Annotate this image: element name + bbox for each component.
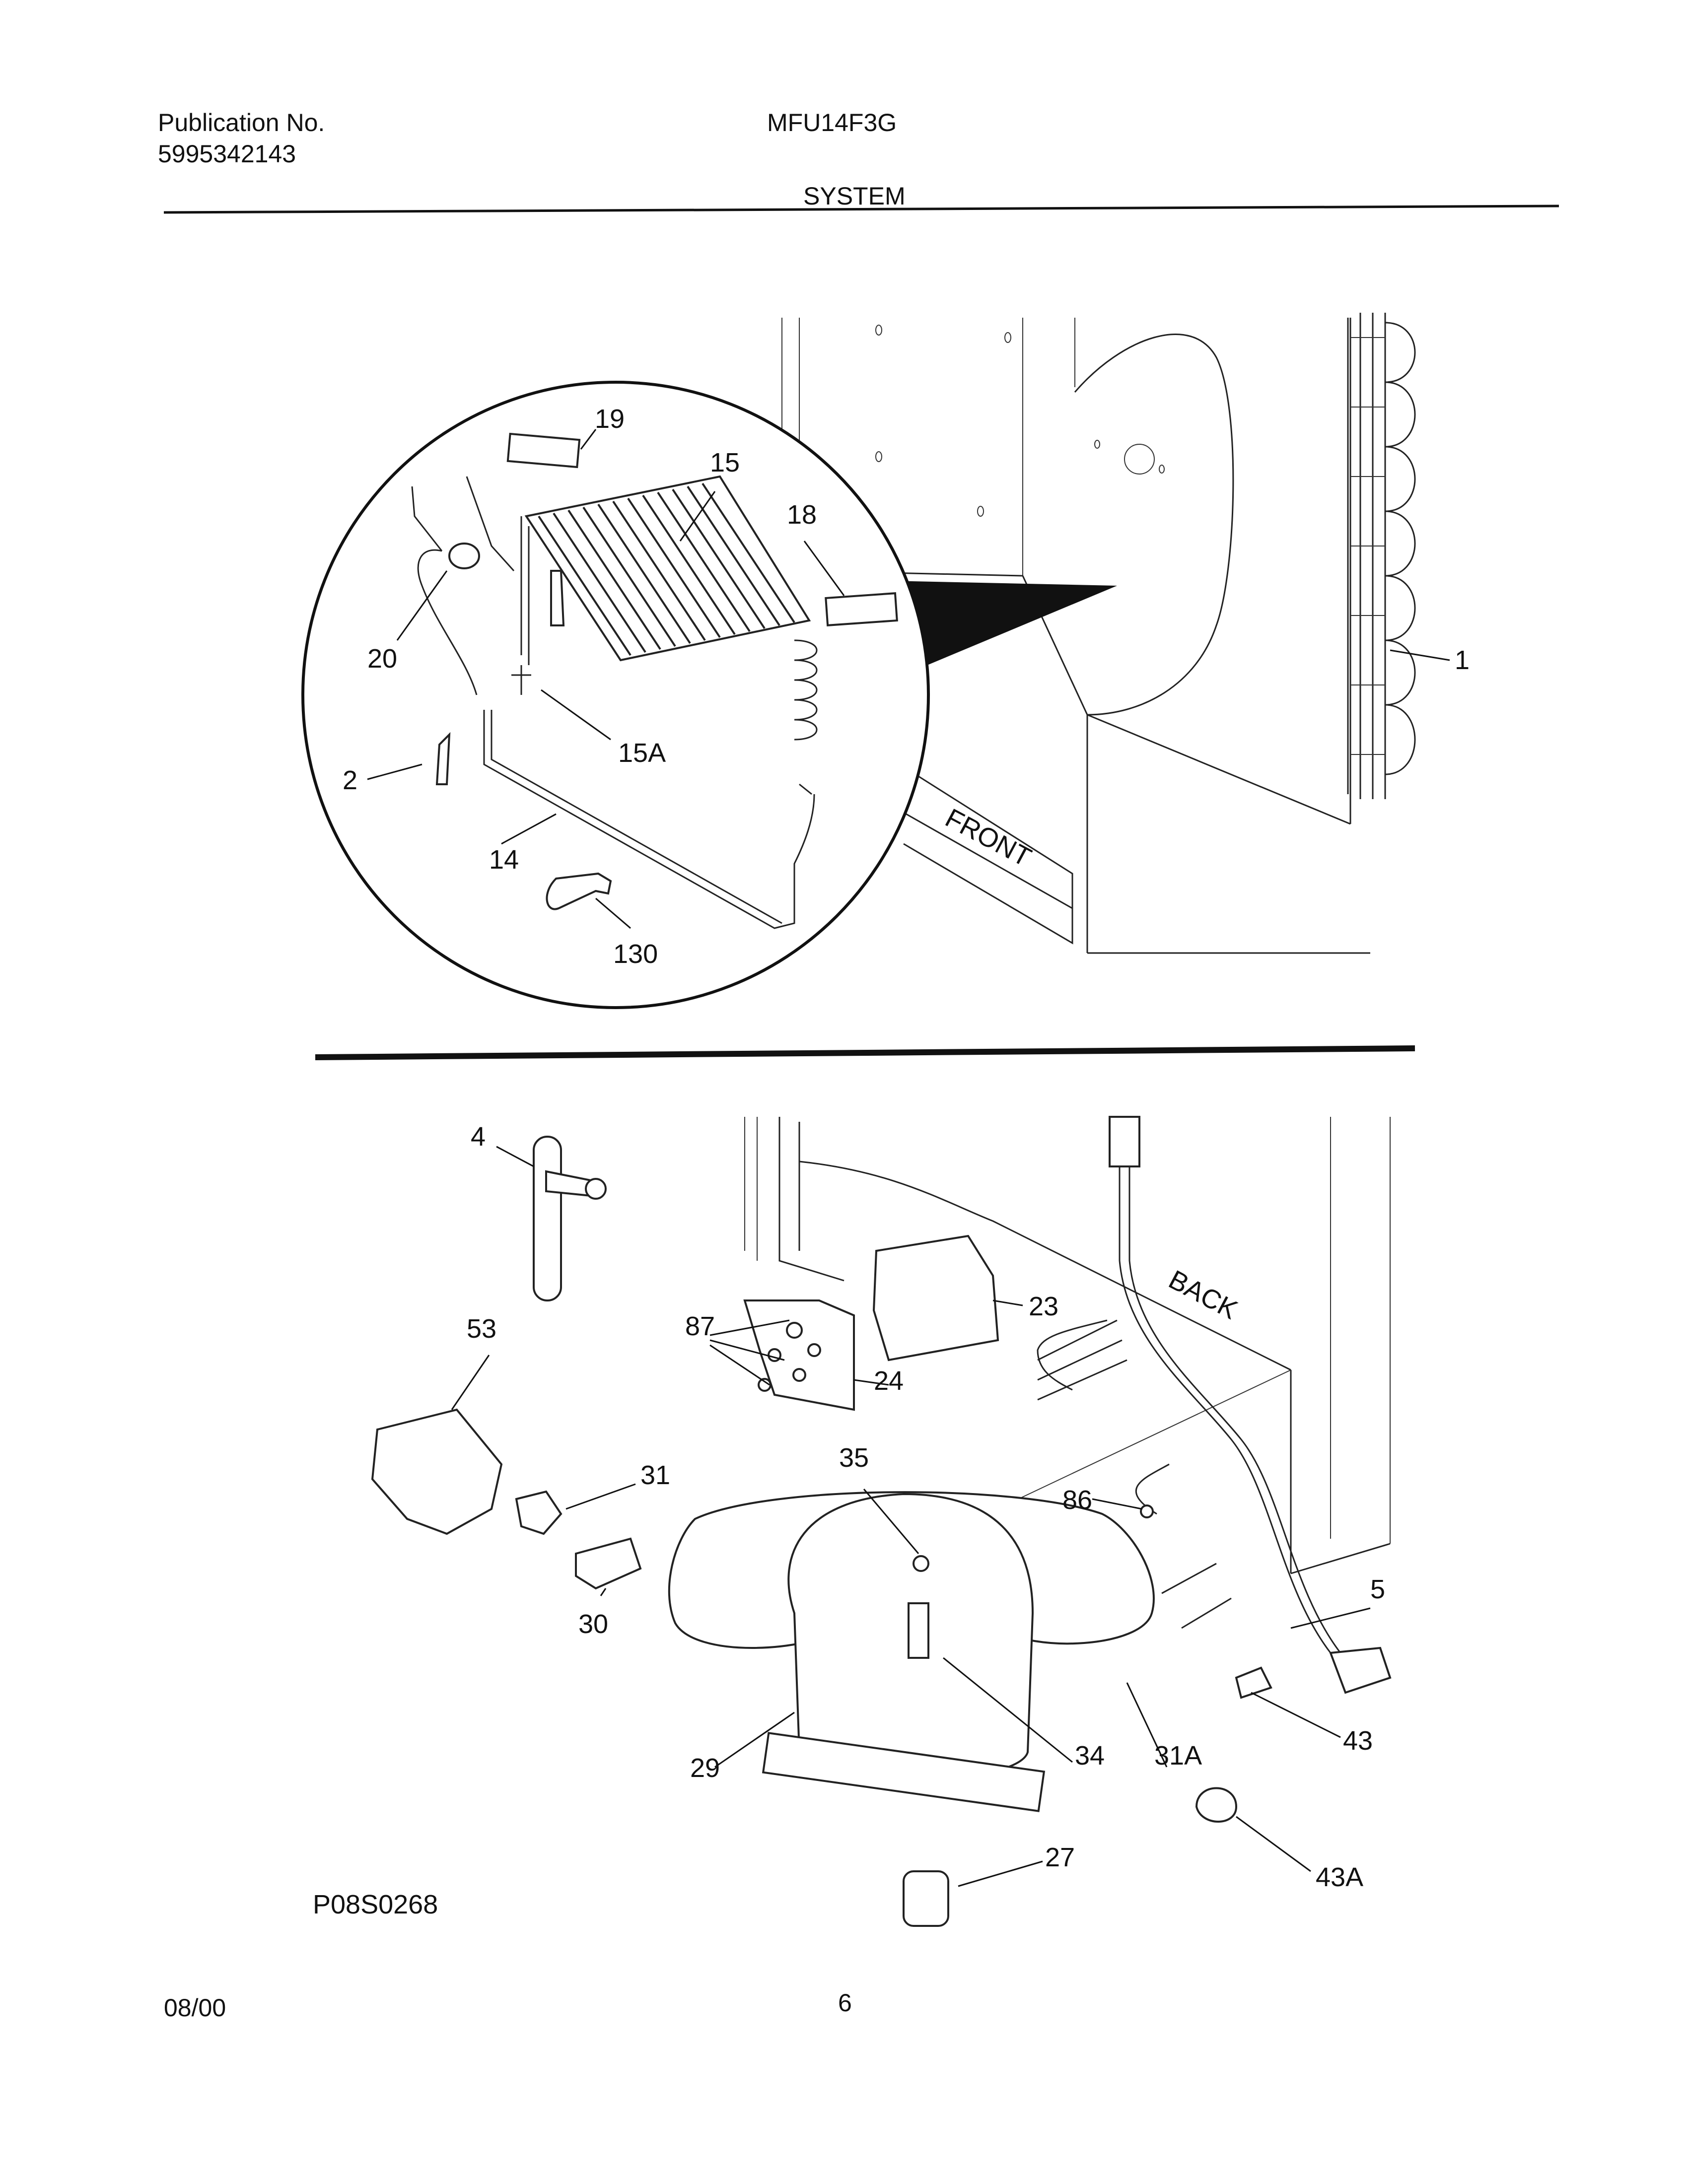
callout-31a: 31A	[1154, 1741, 1202, 1771]
bottom-leader-lines	[451, 1146, 1371, 1887]
defrost-heater-wiring	[411, 432, 898, 929]
screw-86	[1140, 1504, 1154, 1518]
model-number: MFU14F3G	[767, 109, 897, 136]
defrost-timer-bracket	[743, 1234, 999, 1411]
back-label: BACK	[1164, 1265, 1242, 1325]
evaporator	[511, 475, 818, 741]
cord-clamp	[1235, 1666, 1272, 1699]
publication-number: 5995342143	[158, 140, 296, 168]
condenser-coil	[1347, 313, 1416, 799]
callout-43a: 43A	[1316, 1862, 1363, 1892]
section-divider	[315, 1045, 1415, 1060]
callout-2: 2	[343, 765, 357, 795]
callout-1: 1	[1455, 645, 1470, 675]
header-rule	[163, 205, 1559, 214]
bottom-callouts: 4 53 87 23 24 31 35 86 30 5 34 31A 29 43…	[467, 1122, 1385, 1892]
callout-20: 20	[367, 644, 397, 674]
section-title: SYSTEM	[803, 182, 906, 210]
callout-18: 18	[787, 500, 817, 530]
power-cord	[1109, 1116, 1392, 1694]
evaporator-location-wedge	[889, 581, 1117, 675]
drawing-id: P08S0268	[313, 1890, 438, 1919]
relay-overload	[515, 1490, 642, 1590]
callout-15: 15	[710, 448, 740, 478]
cabinet-back-outline	[744, 1117, 1391, 1574]
callout-87: 87	[685, 1311, 715, 1341]
callout-35: 35	[839, 1443, 869, 1473]
callout-43: 43	[1343, 1726, 1373, 1756]
grommet	[903, 1870, 949, 1927]
footer-date: 08/00	[164, 1994, 226, 2022]
callout-30: 30	[578, 1609, 608, 1639]
callout-5: 5	[1370, 1574, 1385, 1604]
screw-35	[913, 1555, 929, 1572]
callout-31: 31	[640, 1460, 670, 1490]
page-number: 6	[838, 1989, 852, 2017]
compressor	[762, 1493, 1046, 1812]
filter-drier	[533, 1136, 607, 1301]
callout-23: 23	[1029, 1292, 1058, 1321]
relay-cover	[371, 1408, 503, 1535]
callout-27: 27	[1045, 1843, 1075, 1872]
top-leader-lines	[367, 429, 1450, 929]
callout-53: 53	[467, 1314, 496, 1344]
callout-34: 34	[1075, 1741, 1105, 1771]
callout-86: 86	[1062, 1485, 1092, 1515]
callout-29: 29	[690, 1753, 720, 1783]
callout-24: 24	[874, 1366, 904, 1396]
callout-130: 130	[613, 939, 658, 969]
wire-bundle	[1037, 1319, 1127, 1401]
cabinet-outline	[781, 318, 1370, 954]
callout-4: 4	[471, 1122, 486, 1152]
detail-magnifier-circle	[301, 381, 930, 1009]
publication-label: Publication No.	[158, 109, 325, 136]
tubing-clamp	[1195, 1787, 1238, 1823]
callout-15a: 15A	[618, 738, 666, 768]
top-callouts: 19 15 18 20 1 15A 2 14 130	[343, 404, 1470, 969]
screw-87	[758, 1378, 772, 1392]
callout-14: 14	[489, 845, 519, 875]
callout-19: 19	[595, 404, 625, 434]
front-label: FRONT	[940, 803, 1036, 873]
